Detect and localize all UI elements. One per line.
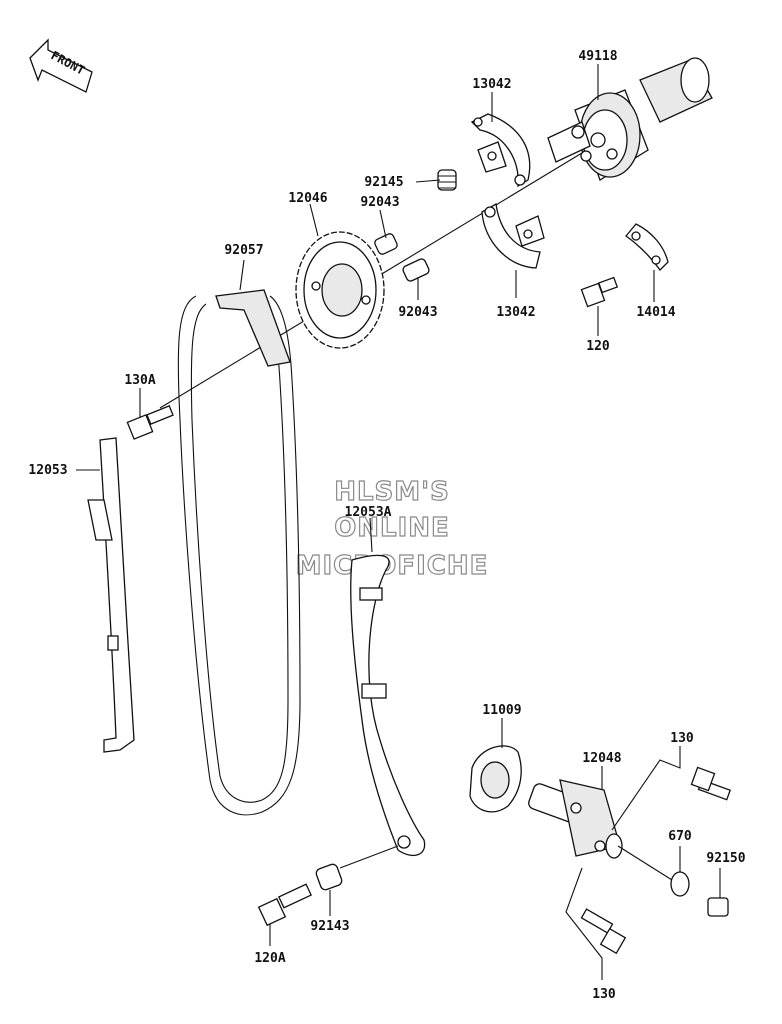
o-ring-part bbox=[670, 871, 690, 897]
label-13042-top[interactable]: 13042 bbox=[472, 77, 511, 92]
label-12053a[interactable]: 12053A bbox=[345, 505, 392, 520]
bolt-130a-part bbox=[126, 405, 174, 440]
label-130-bottom[interactable]: 130 bbox=[592, 987, 616, 1002]
label-92057[interactable]: 92057 bbox=[224, 243, 263, 258]
label-670[interactable]: 670 bbox=[668, 829, 692, 844]
label-92150[interactable]: 92150 bbox=[706, 851, 745, 866]
camshaft-part bbox=[547, 57, 713, 181]
label-92143[interactable]: 92143 bbox=[310, 919, 349, 934]
collar-lower-part bbox=[402, 258, 430, 282]
label-92043-top[interactable]: 92043 bbox=[360, 195, 399, 210]
label-12048[interactable]: 12048 bbox=[582, 751, 621, 766]
collar-92143-part bbox=[315, 863, 343, 891]
part-labels: 49118 13042 92145 12046 92043 92057 9204… bbox=[28, 49, 745, 1002]
gasket-part bbox=[469, 745, 522, 813]
bolt-130-bottom-part bbox=[580, 908, 627, 955]
label-92145[interactable]: 92145 bbox=[364, 175, 403, 190]
label-120[interactable]: 120 bbox=[586, 339, 610, 354]
watermark-line3: MICROFICHE bbox=[296, 551, 489, 581]
spring-part bbox=[437, 169, 457, 191]
label-130a[interactable]: 130A bbox=[124, 373, 155, 388]
plate-part bbox=[625, 223, 669, 272]
watermark: HLSM'S ONLINE MICROFICHE bbox=[295, 476, 489, 581]
watermark-line1: HLSM'S bbox=[334, 477, 450, 507]
decompressor-weight-lower bbox=[481, 202, 545, 269]
label-130-top[interactable]: 130 bbox=[670, 731, 694, 746]
label-49118[interactable]: 49118 bbox=[578, 49, 617, 64]
decompressor-weight-upper bbox=[470, 113, 531, 188]
label-14014[interactable]: 14014 bbox=[636, 305, 675, 320]
front-arrow-icon: FRONT bbox=[29, 38, 93, 93]
label-12053[interactable]: 12053 bbox=[28, 463, 67, 478]
label-92043-mid[interactable]: 92043 bbox=[398, 305, 437, 320]
label-120a[interactable]: 120A bbox=[254, 951, 285, 966]
collar-upper-part bbox=[374, 233, 398, 255]
label-11009[interactable]: 11009 bbox=[482, 703, 521, 718]
leader-lines bbox=[76, 64, 721, 980]
tensioner-part bbox=[528, 779, 623, 859]
assembly-axis-line bbox=[159, 129, 621, 409]
bolt-120-part bbox=[580, 276, 619, 308]
watermark-line2: ONLINE bbox=[334, 513, 450, 543]
chain-guide-a-part bbox=[350, 554, 426, 857]
label-12046[interactable]: 12046 bbox=[288, 191, 327, 206]
bolt-120a-part bbox=[257, 883, 312, 927]
label-13042-bottom[interactable]: 13042 bbox=[496, 305, 535, 320]
bolt-130-top-part bbox=[690, 766, 732, 801]
cam-sprocket-part bbox=[295, 231, 385, 349]
chain-guide-part bbox=[87, 437, 135, 753]
plug-part bbox=[707, 897, 729, 917]
cam-chain-part bbox=[177, 289, 301, 816]
